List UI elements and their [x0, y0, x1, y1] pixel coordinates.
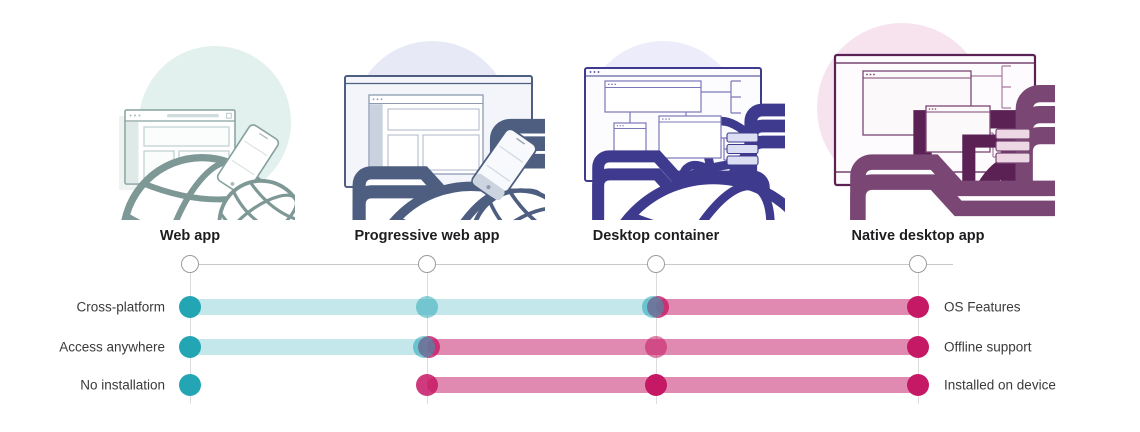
feature-dot [907, 336, 929, 358]
progressive-web-app-illustration [344, 41, 545, 220]
feature-dot [179, 374, 201, 396]
browser-window-icon [368, 94, 484, 175]
feature-bar [427, 339, 918, 355]
column-title-progressive-web-app: Progressive web app [354, 228, 500, 244]
web-app-illustration [119, 46, 295, 220]
row-label-offline-support: Offline support [944, 339, 1032, 355]
row-label-access-anywhere: Access anywhere [59, 339, 165, 355]
timeline-node [418, 255, 436, 273]
app-window-icon [658, 115, 785, 220]
feature-dot [179, 336, 201, 358]
feature-bar [190, 339, 427, 355]
phone-icon [201, 124, 295, 220]
feature-bar [656, 299, 918, 315]
row-label-os-features: OS Features [944, 299, 1021, 315]
feature-dot [907, 296, 929, 318]
app-window-icon [925, 105, 1055, 220]
timeline-node [181, 255, 199, 273]
feature-dot [416, 296, 438, 318]
feature-dot [179, 296, 201, 318]
native-desktop-app-illustration [817, 23, 1055, 220]
feature-dot [413, 336, 435, 358]
app-window-icon [604, 80, 785, 220]
row-label-installed-on-device: Installed on device [944, 377, 1056, 393]
feature-dot [416, 374, 438, 396]
server-stack-icon [726, 132, 759, 166]
column-title-web-app: Web app [159, 228, 221, 244]
column-title-native-desktop-app: Native desktop app [851, 228, 985, 244]
timeline-line [190, 263, 953, 265]
phone-icon [450, 128, 545, 220]
column-title-desktop-container: Desktop container [592, 228, 720, 244]
timeline-node [909, 255, 927, 273]
server-stack-icon [995, 128, 1031, 164]
feature-dot [642, 296, 664, 318]
feature-dot [645, 336, 667, 358]
feature-bar [427, 377, 918, 393]
feature-dot [645, 374, 667, 396]
timeline-node [647, 255, 665, 273]
row-label-cross-platform: Cross-platform [76, 299, 165, 315]
row-label-no-installation: No installation [80, 377, 165, 393]
feature-dot [907, 374, 929, 396]
desktop-container-illustration [584, 41, 785, 220]
connector-lines [629, 80, 741, 161]
